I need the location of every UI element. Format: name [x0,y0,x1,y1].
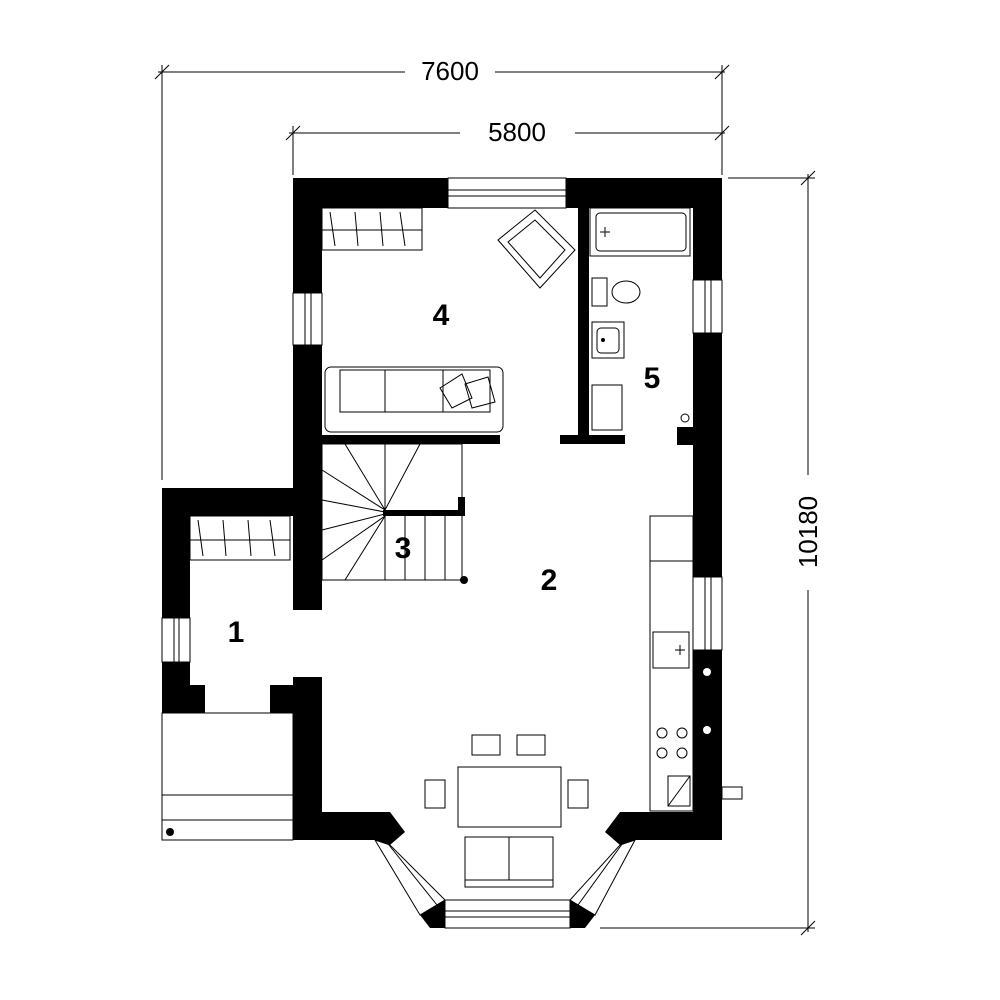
wardrobe-hall [189,515,291,561]
floor-drain [680,413,690,423]
bathtub [589,207,691,257]
room-3-label: 3 [395,532,412,565]
washing-machine [591,384,623,431]
windows [161,177,723,929]
room-5-label: 5 [644,362,661,395]
bench [464,836,554,888]
walls [162,178,722,928]
dimension-inner-width: 5800 [285,117,730,175]
sofa [324,366,504,433]
staircase [321,443,468,584]
overall-height-label: 10180 [793,496,823,568]
armchair [497,209,576,289]
dimension-overall-height: 10180 [600,170,823,936]
room-1-label: 1 [228,616,245,649]
kitchen-counter [649,515,694,812]
room-2-label: 2 [541,564,558,597]
dining-table [424,734,589,828]
wardrobe-room-4 [321,207,423,251]
wall-dots [703,668,743,800]
room-4-label: 4 [433,299,450,332]
toilet [591,277,641,307]
inner-width-label: 5800 [488,117,546,147]
porch [161,712,294,841]
bathroom-sink [591,321,625,359]
overall-width-label: 7600 [421,56,479,86]
dimension-overall-width: 7600 [154,56,730,480]
